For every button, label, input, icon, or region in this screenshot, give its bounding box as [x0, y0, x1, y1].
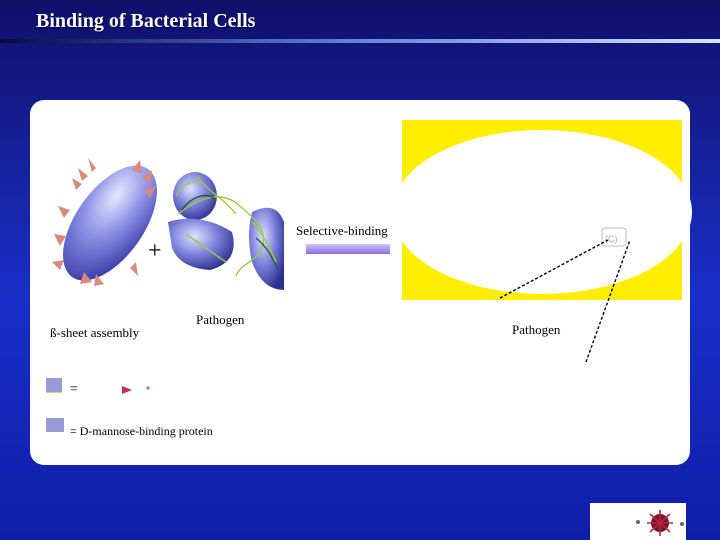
bound-cell-glyph: (C)	[601, 227, 627, 247]
beta-sheet-assembly-cell	[52, 158, 157, 286]
pathogen-cluster	[168, 172, 284, 290]
beta-sheet-assembly-label: ß-sheet assembly	[50, 325, 140, 340]
diagram-illustration	[636, 510, 684, 536]
plus-sign: +	[148, 238, 162, 264]
legend-swatch-assembly	[46, 378, 62, 392]
svg-text:(C): (C)	[605, 234, 618, 244]
title-rule	[0, 39, 720, 43]
mannose-spikes	[52, 158, 156, 286]
legend-swatch-protein	[46, 418, 64, 432]
legend-row-1: =	[70, 382, 78, 397]
logo-box	[590, 503, 686, 540]
slide-title: Binding of Bacterial Cells	[36, 10, 256, 32]
zoom-line-left	[499, 239, 609, 299]
pathogen-label-left: Pathogen	[196, 312, 245, 327]
legend-row-2: = D-mannose-binding protein	[70, 424, 213, 438]
zoom-line-right	[585, 239, 631, 363]
binding-halo	[390, 120, 692, 300]
institution-logo	[636, 510, 684, 536]
pathogen-label-right: Pathogen	[512, 322, 561, 337]
selective-binding-label: Selective-binding	[296, 223, 388, 238]
